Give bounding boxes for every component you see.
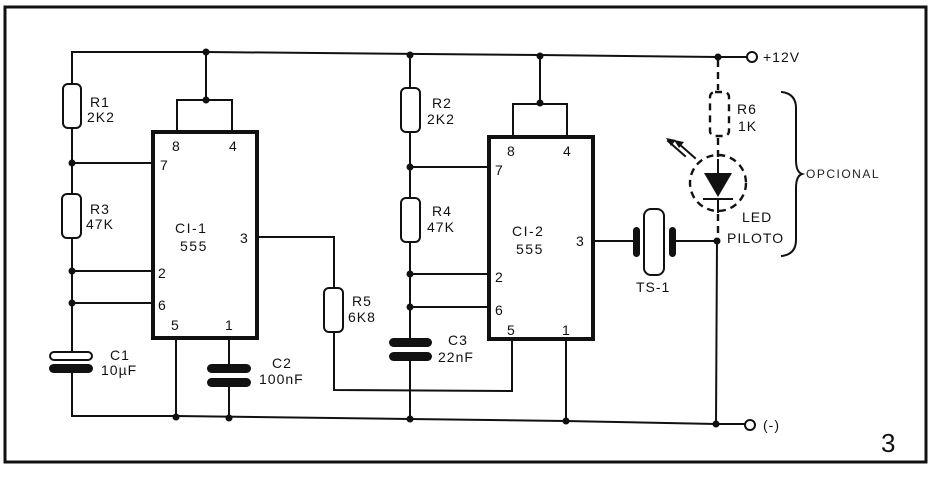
svg-text:2K2: 2K2 bbox=[87, 109, 115, 125]
svg-text:C3: C3 bbox=[448, 332, 468, 348]
positive-terminal-label: +12V bbox=[763, 49, 800, 65]
svg-text:555: 555 bbox=[516, 241, 544, 257]
svg-text:1: 1 bbox=[562, 322, 570, 338]
svg-text:2K2: 2K2 bbox=[427, 111, 455, 127]
svg-text:4: 4 bbox=[229, 138, 237, 154]
figure-frame bbox=[3, 5, 928, 464]
svg-text:CI-1: CI-1 bbox=[175, 220, 207, 236]
svg-text:R3: R3 bbox=[90, 201, 110, 217]
svg-text:R6: R6 bbox=[737, 101, 757, 117]
negative-terminal-label: (-) bbox=[763, 417, 780, 433]
svg-text:22nF: 22nF bbox=[438, 349, 474, 365]
svg-text:8: 8 bbox=[507, 143, 515, 159]
junction-dot bbox=[225, 414, 233, 422]
svg-text:47K: 47K bbox=[427, 219, 455, 235]
optional-label: OPCIONAL bbox=[806, 167, 880, 181]
optional-brace bbox=[780, 90, 806, 258]
svg-text:C2: C2 bbox=[272, 355, 292, 371]
svg-text:R4: R4 bbox=[432, 203, 452, 219]
resistor-r6-optional: R6 1K bbox=[708, 90, 757, 138]
capacitor-c1: C1 10µF bbox=[49, 347, 137, 378]
svg-text:PILOTO: PILOTO bbox=[727, 230, 784, 246]
svg-text:3: 3 bbox=[576, 233, 584, 249]
junction-dot bbox=[714, 53, 722, 61]
junction-dot bbox=[172, 413, 180, 421]
resistor-r5: R5 6K8 bbox=[323, 287, 376, 333]
resistor-r1: R1 2K2 bbox=[62, 83, 115, 195]
svg-text:7: 7 bbox=[160, 157, 168, 173]
svg-text:47K: 47K bbox=[86, 216, 114, 232]
led-piloto-optional: LED PILOTO bbox=[666, 138, 784, 246]
svg-text:5: 5 bbox=[507, 322, 515, 338]
svg-text:6K8: 6K8 bbox=[348, 309, 376, 325]
ic-ci2: 8 4 7 3 2 6 5 1 CI-2 555 bbox=[487, 52, 595, 341]
resistor-r2: R2 2K2 bbox=[400, 87, 455, 133]
svg-text:1K: 1K bbox=[738, 118, 757, 134]
junction-dot bbox=[712, 420, 720, 428]
svg-text:R2: R2 bbox=[432, 95, 452, 111]
svg-text:4: 4 bbox=[563, 143, 571, 159]
svg-text:LED: LED bbox=[742, 209, 772, 225]
svg-text:3: 3 bbox=[240, 230, 248, 246]
svg-text:CI-2: CI-2 bbox=[512, 223, 544, 239]
junction-dot bbox=[406, 415, 414, 423]
negative-terminal[interactable] bbox=[744, 419, 756, 431]
figure-number: 3 bbox=[881, 428, 895, 458]
svg-text:TS-1: TS-1 bbox=[636, 279, 670, 295]
capacitor-c2: C2 100nF bbox=[207, 355, 304, 387]
svg-text:1: 1 bbox=[225, 317, 233, 333]
svg-text:10µF: 10µF bbox=[101, 362, 137, 378]
resistor-r3: R3 47K bbox=[61, 193, 114, 361]
capacitor-c3: C3 22nF bbox=[389, 332, 474, 365]
junction-dot bbox=[562, 417, 570, 425]
svg-text:2: 2 bbox=[158, 265, 166, 281]
svg-text:C1: C1 bbox=[110, 347, 130, 363]
svg-text:2: 2 bbox=[495, 269, 503, 285]
svg-text:5: 5 bbox=[171, 317, 179, 333]
positive-terminal[interactable] bbox=[746, 51, 758, 63]
transducer-ts1: TS-1 bbox=[633, 208, 676, 295]
svg-text:R5: R5 bbox=[352, 293, 372, 309]
svg-text:100nF: 100nF bbox=[259, 371, 304, 387]
svg-text:8: 8 bbox=[172, 138, 180, 154]
svg-text:555: 555 bbox=[180, 238, 208, 254]
svg-text:6: 6 bbox=[495, 302, 503, 318]
svg-text:7: 7 bbox=[495, 162, 503, 178]
svg-text:R1: R1 bbox=[90, 94, 110, 110]
ic-ci1: 8 4 7 3 2 6 5 1 CI-1 555 bbox=[151, 48, 259, 340]
resistor-r4: R4 47K bbox=[400, 197, 455, 243]
svg-text:6: 6 bbox=[158, 297, 166, 313]
